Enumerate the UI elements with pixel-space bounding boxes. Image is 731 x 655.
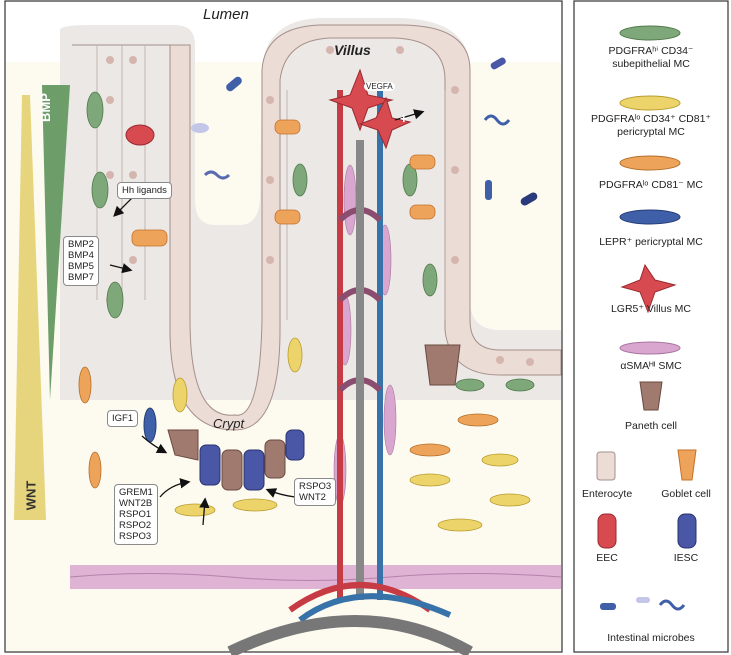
bmp-gradient-label: BMP: [37, 93, 53, 122]
eec-cell: [125, 124, 155, 146]
rspo-box-line: RSPO3: [299, 481, 332, 492]
legend-label: αSMAᴴᴵ SMC: [620, 360, 682, 372]
signal-arrows: [109, 109, 425, 526]
enterocyte-icon: [596, 451, 616, 481]
legend-label: PDGFRAʰⁱ CD34⁻ subepithelial MC: [608, 45, 694, 70]
iesc-icon: [677, 513, 697, 549]
goblet-cell-icon: [677, 449, 697, 481]
smooth-muscle-layer: [69, 565, 562, 589]
crypt-base: [167, 429, 305, 491]
legend-label: IESC: [673, 552, 699, 564]
bmp-box-line: BMP7: [68, 272, 94, 283]
bmp-gradient: [42, 85, 70, 400]
paneth-cell-icon: [639, 381, 663, 411]
grem-box-line: GREM1: [119, 487, 153, 498]
vegfa-label: VEGFA: [364, 82, 395, 91]
grem-box-line: WNT2B: [119, 498, 153, 509]
legend-label: Paneth cell: [625, 420, 677, 432]
green-mc-cells: [86, 91, 535, 392]
grem-box-line: RSPO3: [119, 531, 152, 542]
intestinal-microbes: [191, 57, 538, 206]
legend-label: LGR5⁺ Villus MC: [610, 303, 692, 315]
bmp-box-line: BMP5: [68, 261, 94, 272]
legend-label: PDGFRAˡᵒ CD81⁻ MC: [599, 179, 703, 191]
lumen-label: Lumen: [203, 6, 249, 23]
rspo-box-line: WNT2: [299, 492, 326, 503]
rspo-box: RSPO3 WNT2: [294, 478, 337, 506]
legend-label: PDGFRAˡᵒ CD34⁺ CD81⁺ pericryptal MC: [591, 113, 711, 138]
yellow-mc-cells: [172, 337, 531, 532]
goblet-cells: [131, 119, 436, 247]
legend-label: Goblet cell: [661, 488, 711, 500]
eec-icon: [597, 513, 617, 549]
hh-ligands-box: Hh ligands: [117, 182, 172, 199]
legend-icons: [596, 25, 697, 611]
blood-vessels: [227, 90, 473, 655]
bmp-box: BMP2 BMP4 BMP5 BMP7: [63, 236, 99, 286]
grem-box: GREM1 WNT2B RSPO1 RSPO2 RSPO3: [114, 484, 158, 545]
grem-box-line: RSPO1: [119, 509, 152, 520]
nuclei: [106, 46, 534, 366]
villus-label: Villus: [334, 42, 371, 58]
bmp-box-line: BMP2: [68, 239, 94, 250]
bmp-box-line: BMP4: [68, 250, 94, 261]
legend-label: Enterocyte: [582, 488, 633, 500]
microbes-icon: [600, 597, 686, 611]
green-mc-icon: [619, 25, 681, 41]
lgr5-villus-mc: [328, 68, 412, 150]
blue-mc-icon: [619, 209, 681, 225]
blue-mc-cell: [143, 407, 157, 443]
wnt-gradient-label: WNT: [23, 480, 39, 511]
legend-label: EEC: [596, 552, 618, 564]
grem-box-line: RSPO2: [119, 520, 152, 531]
orange-mc-icon: [619, 155, 681, 171]
paneth-cell-right: [424, 344, 461, 386]
epithelium: [72, 24, 562, 431]
orange-mc-cells: [78, 366, 499, 489]
yellow-mc-icon: [619, 95, 681, 111]
plus-label: +: [400, 111, 408, 126]
wnt-gradient: [14, 95, 46, 520]
igf1-box: IGF1: [107, 410, 139, 427]
legend-label: Intestinal microbes: [607, 632, 695, 644]
legend-label: LEPR⁺ pericryptal MC: [599, 236, 703, 248]
smc-icon: [619, 341, 681, 355]
crypt-label: Crypt: [213, 416, 245, 431]
red-mc-icon: [620, 263, 677, 314]
